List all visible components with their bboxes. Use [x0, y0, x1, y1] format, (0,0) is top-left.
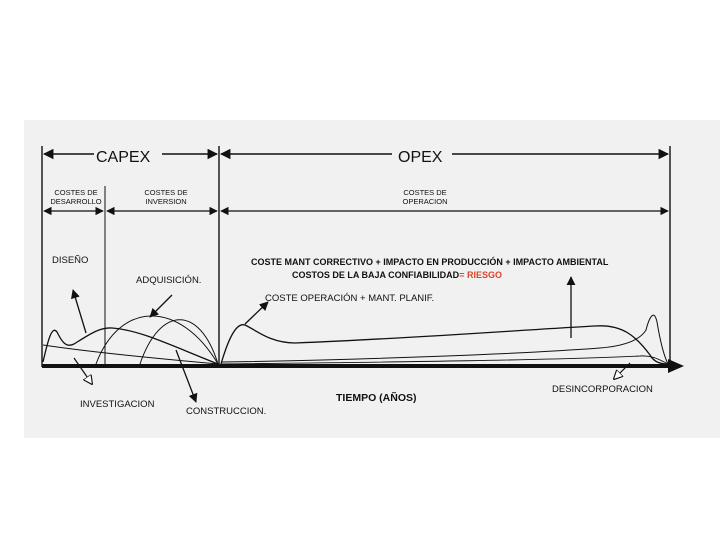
operacion-label-line1: COSTES DE: [403, 188, 447, 197]
opex-label: OPEX: [398, 149, 443, 166]
inversion-label: COSTES DE INVERSION: [133, 188, 199, 207]
curve-riesgo: [220, 355, 669, 365]
construccion-pointer-arrow: [175, 349, 198, 403]
riesgo-label: RIESGO: [466, 270, 502, 280]
desarrollo-label-line2: DESARROLLO: [50, 197, 102, 207]
curve-investigacion: [42, 344, 219, 365]
coste-mant-label: COSTE MANT CORRECTIVO + IMPACTO EN PRODU…: [251, 257, 609, 267]
curve-desincorporacion: [220, 314, 669, 365]
operacion-label: COSTES DE OPERACION: [390, 188, 460, 207]
adquisicion-pointer-arrow: [149, 294, 173, 318]
desincorporacion-label: DESINCORPORACION: [552, 384, 653, 395]
construccion-label: CONSTRUCCION.: [186, 406, 267, 417]
inversion-label-line1: COSTES DE: [144, 188, 188, 197]
costos-baja-label: COSTOS DE LA BAJA CONFIABILIDAD= RIESGO: [292, 271, 502, 280]
desarrollo-label-line1: COSTES DE: [54, 188, 98, 197]
diseno-pointer-arrow: [71, 289, 87, 334]
capex-label: CAPEX: [96, 149, 151, 166]
curve-diseno: [42, 327, 219, 365]
costos-baja-text: COSTOS DE LA BAJA CONFIABILIDAD: [292, 270, 460, 280]
curve-construccion: [139, 319, 219, 365]
investigacion-label: INVESTIGACION: [80, 399, 155, 410]
inversion-label-line2: INVERSION: [145, 197, 187, 207]
desincorporacion-pointer-arrow: [614, 362, 631, 379]
curve-operacion: [220, 324, 669, 365]
diagram-panel: [24, 120, 720, 438]
tiempo-axis-label: TIEMPO (AÑOS): [336, 392, 417, 404]
adquisicion-label: ADQUISICIÓN.: [136, 275, 202, 286]
time-axis-arrowhead: [668, 359, 684, 373]
desarrollo-label: COSTES DE DESARROLLO: [46, 188, 106, 207]
operacion-label-line2: OPERACION: [402, 197, 448, 207]
coste-operacion-label: COSTE OPERACIÓN + MANT. PLANIF.: [265, 293, 435, 304]
diseno-label: DISEÑO: [52, 255, 89, 266]
operacion-pointer-arrow: [244, 301, 269, 325]
investigacion-pointer-arrow: [73, 357, 92, 384]
riesgo-equals: =: [459, 270, 465, 280]
